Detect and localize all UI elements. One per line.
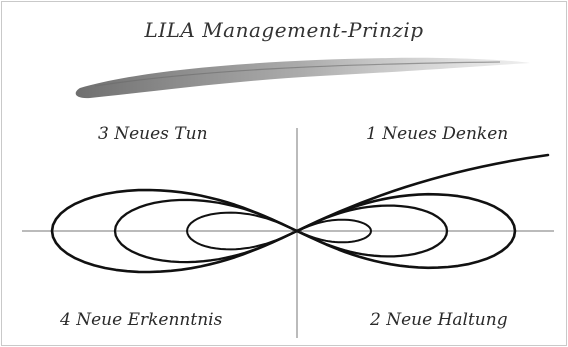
quadrant-label-new-action: 3 Neues Tun — [98, 124, 208, 144]
brush-stroke — [76, 58, 530, 98]
quadrant-label-new-insight: 4 Neue Erkenntnis — [60, 310, 222, 330]
quadrant-label-new-thinking: 1 Neues Denken — [366, 124, 508, 144]
quadrant-label-new-attitude: 2 Neue Haltung — [370, 310, 508, 330]
